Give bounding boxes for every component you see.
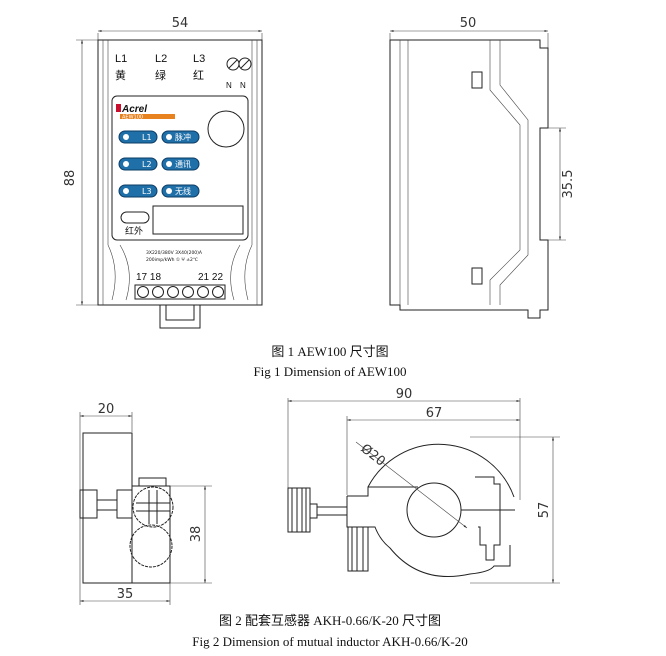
spec-line-1: 3X220/380V 3X40(200)A [146, 250, 203, 256]
figure1-caption-en: Fig 1 Dimension of AEW100 [253, 364, 406, 379]
model-badge [120, 114, 175, 119]
front-panel [111, 95, 249, 241]
meter-front-view: 54 88 L1 L2 L3 黄 绿 红 N N Acrel AEW100 L1 [63, 16, 263, 329]
brand-logo: Acrel [121, 104, 147, 115]
dim-height-label: 88 [63, 170, 78, 187]
model-badge-label: AEW100 [122, 115, 143, 121]
inductor-side-view: 20 38 35 [79, 402, 212, 605]
dim-width-label: 54 [172, 16, 189, 31]
phase-label-l2: L2 [155, 53, 167, 65]
dim-rail-label: 35.5 [561, 170, 576, 199]
phase-color-green: 绿 [155, 68, 166, 82]
indicator-row: L1 脉冲 [118, 130, 200, 144]
meter-body [97, 39, 263, 306]
indicator-label: 脉冲 [175, 132, 191, 142]
infrared-label: 红外 [125, 225, 143, 236]
dim-height-label: 57 [537, 502, 552, 519]
phase-label-l3: L3 [193, 53, 205, 65]
figure1-caption-cn: 图 1 AEW100 尺寸图 [271, 344, 388, 359]
phase-color-red: 红 [193, 69, 204, 82]
dim-total-label: 90 [396, 387, 413, 402]
figure2-caption-en: Fig 2 Dimension of mutual inductor AKH-0… [192, 634, 468, 649]
phase-label-l1: L1 [115, 53, 127, 65]
neutral-label: N [226, 81, 232, 90]
dim-height-label: 38 [189, 526, 204, 543]
dim-side-width-label: 50 [460, 16, 477, 31]
indicator-label: L1 [142, 133, 152, 142]
phase-color-yellow: 黄 [115, 68, 126, 82]
dim-hole-label: Ø20 [358, 441, 388, 469]
indicator-row: L2 通讯 [118, 157, 200, 171]
infrared-port [120, 211, 150, 224]
rail-clip [159, 305, 201, 329]
indicator-label: 无线 [175, 186, 191, 196]
label-area [152, 205, 244, 235]
terminal-screws-icon [134, 284, 226, 300]
neutral-screw-icon [226, 57, 252, 71]
indicator-label: L3 [142, 187, 152, 196]
neutral-label: N [240, 81, 246, 90]
dim-top-label: 20 [98, 402, 115, 417]
display-window [207, 110, 245, 148]
dim-bottom-label: 35 [117, 587, 134, 602]
indicator-label: 通讯 [175, 159, 191, 169]
indicator-label: L2 [142, 160, 152, 169]
inductor-front-view: 90 67 Ø20 57 [287, 387, 560, 584]
indicator-row: L3 无线 [118, 184, 200, 198]
brand-logo-icon [116, 104, 121, 112]
terminal-left-label: 17 18 [136, 272, 161, 283]
dim-body-label: 67 [426, 406, 443, 421]
figure2-caption-cn: 图 2 配套互感器 AKH-0.66/K-20 尺寸图 [219, 613, 441, 628]
meter-side-view: 50 35.5 [389, 16, 576, 319]
terminal-right-label: 21 22 [198, 272, 223, 283]
spec-line-2: 200imp/kWh ① ⵖ ±2℃ [146, 257, 198, 263]
